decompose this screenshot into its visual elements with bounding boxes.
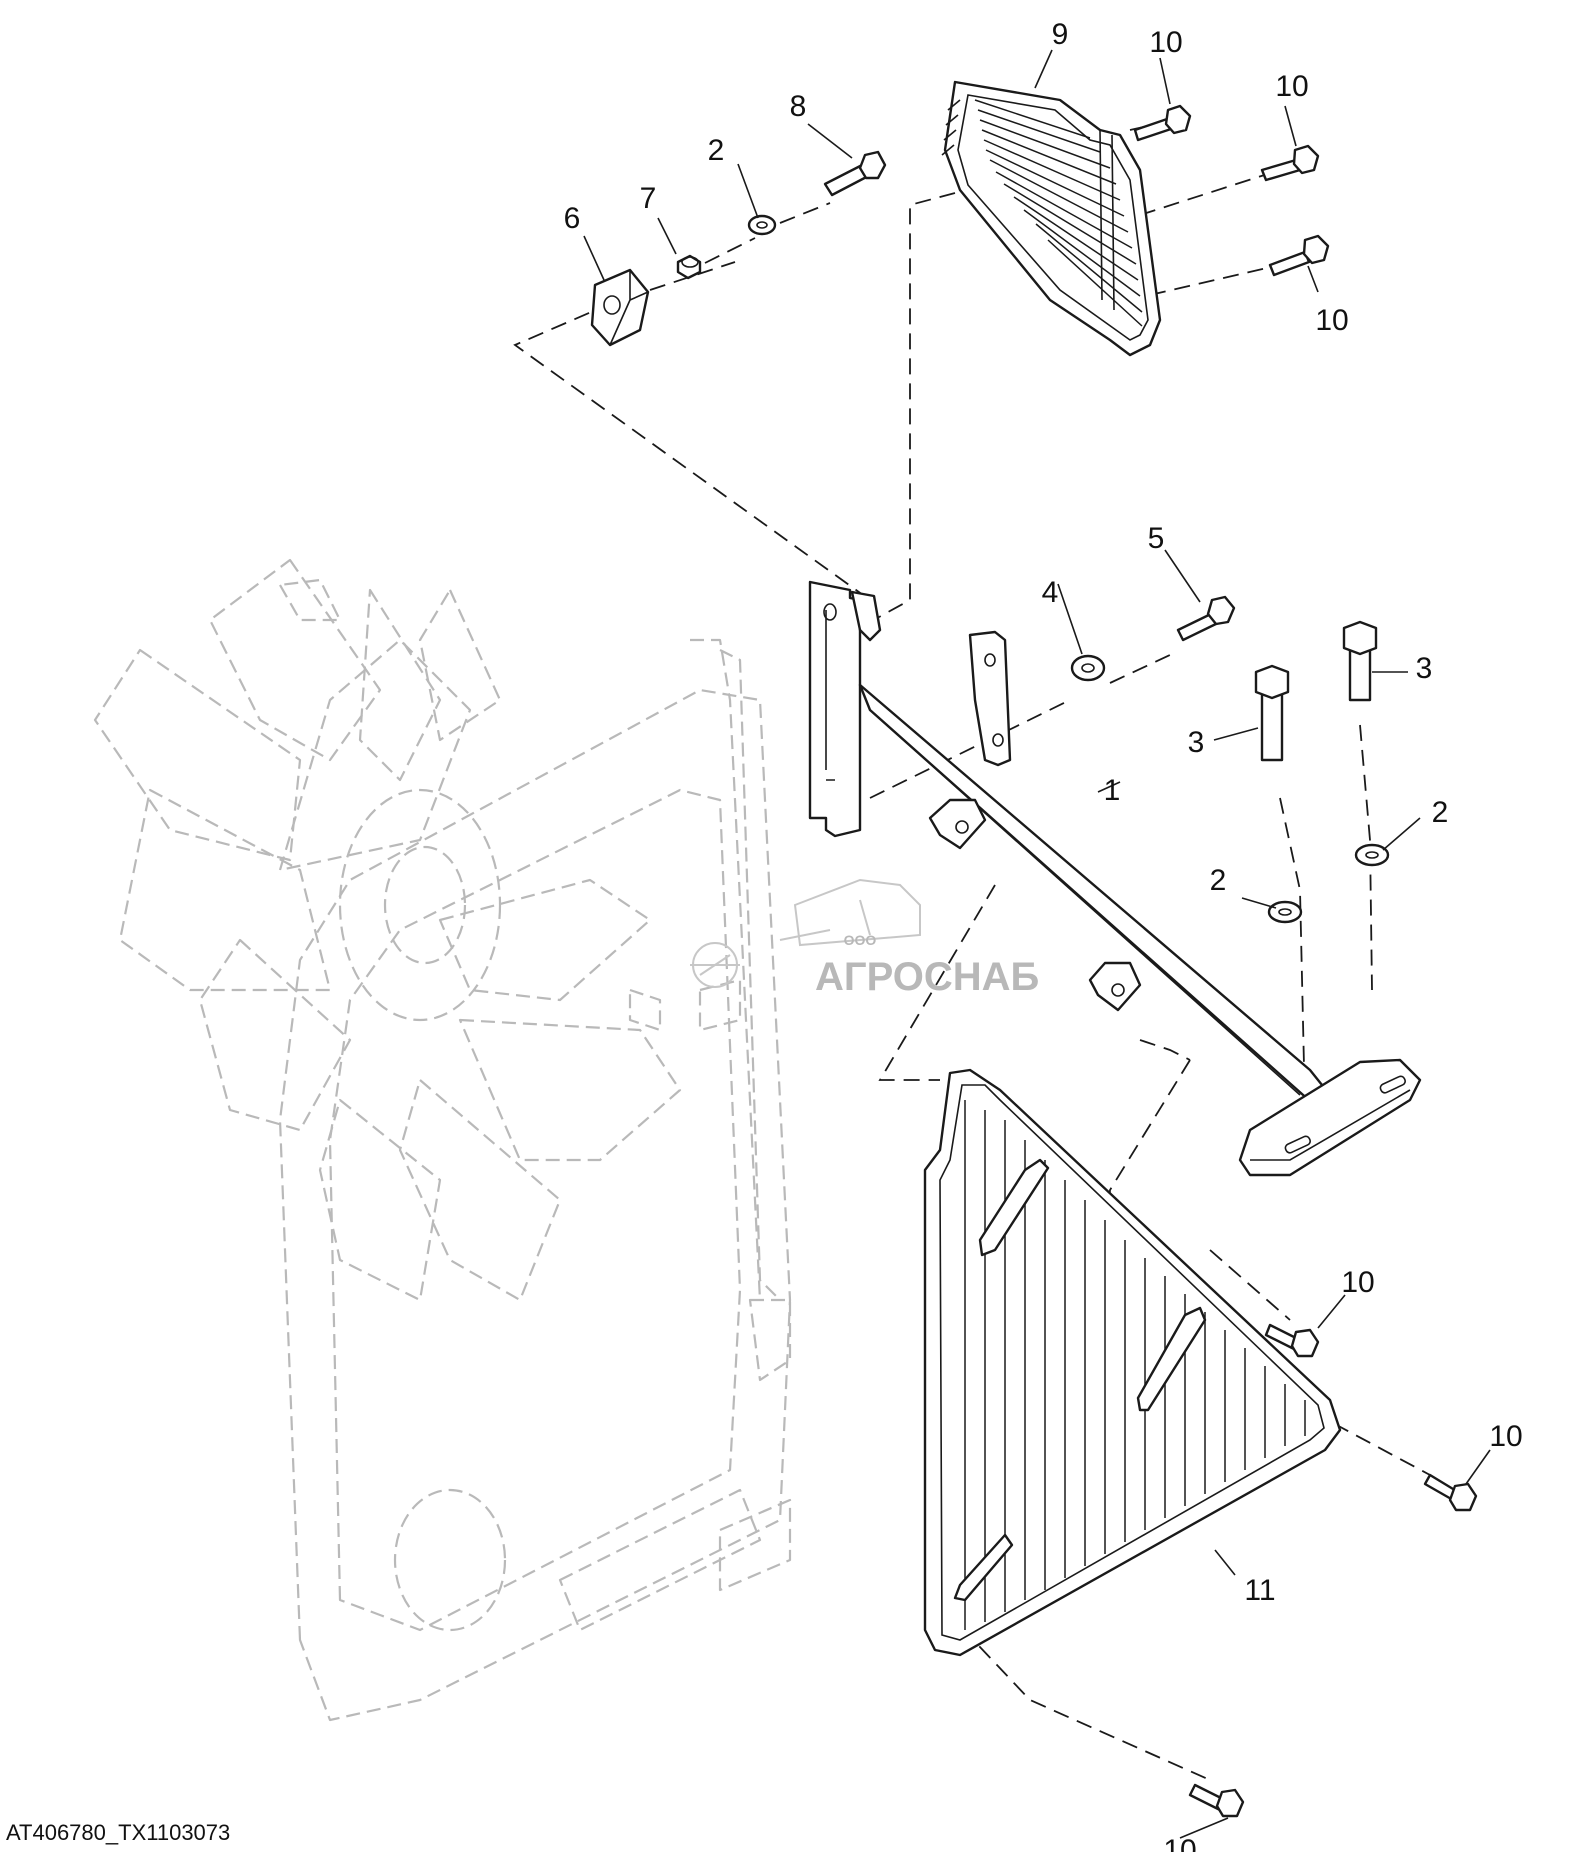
callout-labels: 1 2 2 2 3 3 4 5 6 7 8 9 10 10 10 10 10 1… <box>564 18 1523 1852</box>
callout-8: 8 <box>790 90 807 123</box>
callout-leaders <box>583 49 1491 1839</box>
callout-5: 5 <box>1148 522 1165 555</box>
callout-11: 11 <box>1244 1574 1275 1607</box>
callout-2-right: 2 <box>1432 796 1449 829</box>
figure-id: AT406780_TX1103073 <box>6 1820 230 1845</box>
alignment-lines <box>513 119 1431 1781</box>
upper-screen <box>941 80 1162 357</box>
fan-shroud-ghost <box>93 558 792 1722</box>
lower-screen <box>923 1068 1342 1657</box>
watermark-company-name: АГРОСНАБ <box>815 955 1039 999</box>
callout-10-bottom: 10 <box>1163 1834 1196 1852</box>
cap-screw-3-left <box>1254 664 1290 762</box>
callout-9: 9 <box>1052 18 1069 51</box>
callout-10-top-right: 10 <box>1275 70 1308 103</box>
callout-4: 4 <box>1042 576 1059 609</box>
screw-10-upper-b <box>1260 144 1320 182</box>
callout-3-right: 3 <box>1416 652 1433 685</box>
callout-3-left: 3 <box>1188 726 1205 759</box>
washer-2-mid <box>1267 900 1303 924</box>
callout-10-top: 10 <box>1149 26 1182 59</box>
callout-1: 1 <box>1104 774 1121 807</box>
cap-screw-3-right <box>1342 620 1378 702</box>
callout-10-upper-bottom: 10 <box>1315 304 1348 337</box>
washer-4 <box>1070 654 1106 682</box>
screw-10-lower-a <box>1264 1323 1320 1358</box>
callout-10-lower-b: 10 <box>1489 1420 1522 1453</box>
bracket <box>808 580 1422 1177</box>
washer-upper <box>747 214 777 236</box>
screw-10-upper-c <box>1268 234 1330 277</box>
washer-2-right <box>1354 843 1390 867</box>
screw-8 <box>823 150 887 197</box>
screw-10-upper-a <box>1133 104 1192 142</box>
callout-2-top: 2 <box>708 134 725 167</box>
lower-screen-grating <box>964 1100 1306 1630</box>
screw-10-lower-b <box>1423 1473 1478 1512</box>
callout-2-mid: 2 <box>1210 864 1227 897</box>
callout-6: 6 <box>564 202 581 235</box>
spacer <box>676 254 702 280</box>
watermark-company-form: ООО <box>844 932 877 948</box>
callout-10-lower-a: 10 <box>1341 1266 1374 1299</box>
callout-7: 7 <box>640 182 657 215</box>
screw-5 <box>1176 595 1236 642</box>
screw-10-lower-c <box>1188 1783 1245 1818</box>
square-nut <box>590 268 650 347</box>
watermark-logo: ООО АГРОСНАБ <box>690 878 1039 999</box>
